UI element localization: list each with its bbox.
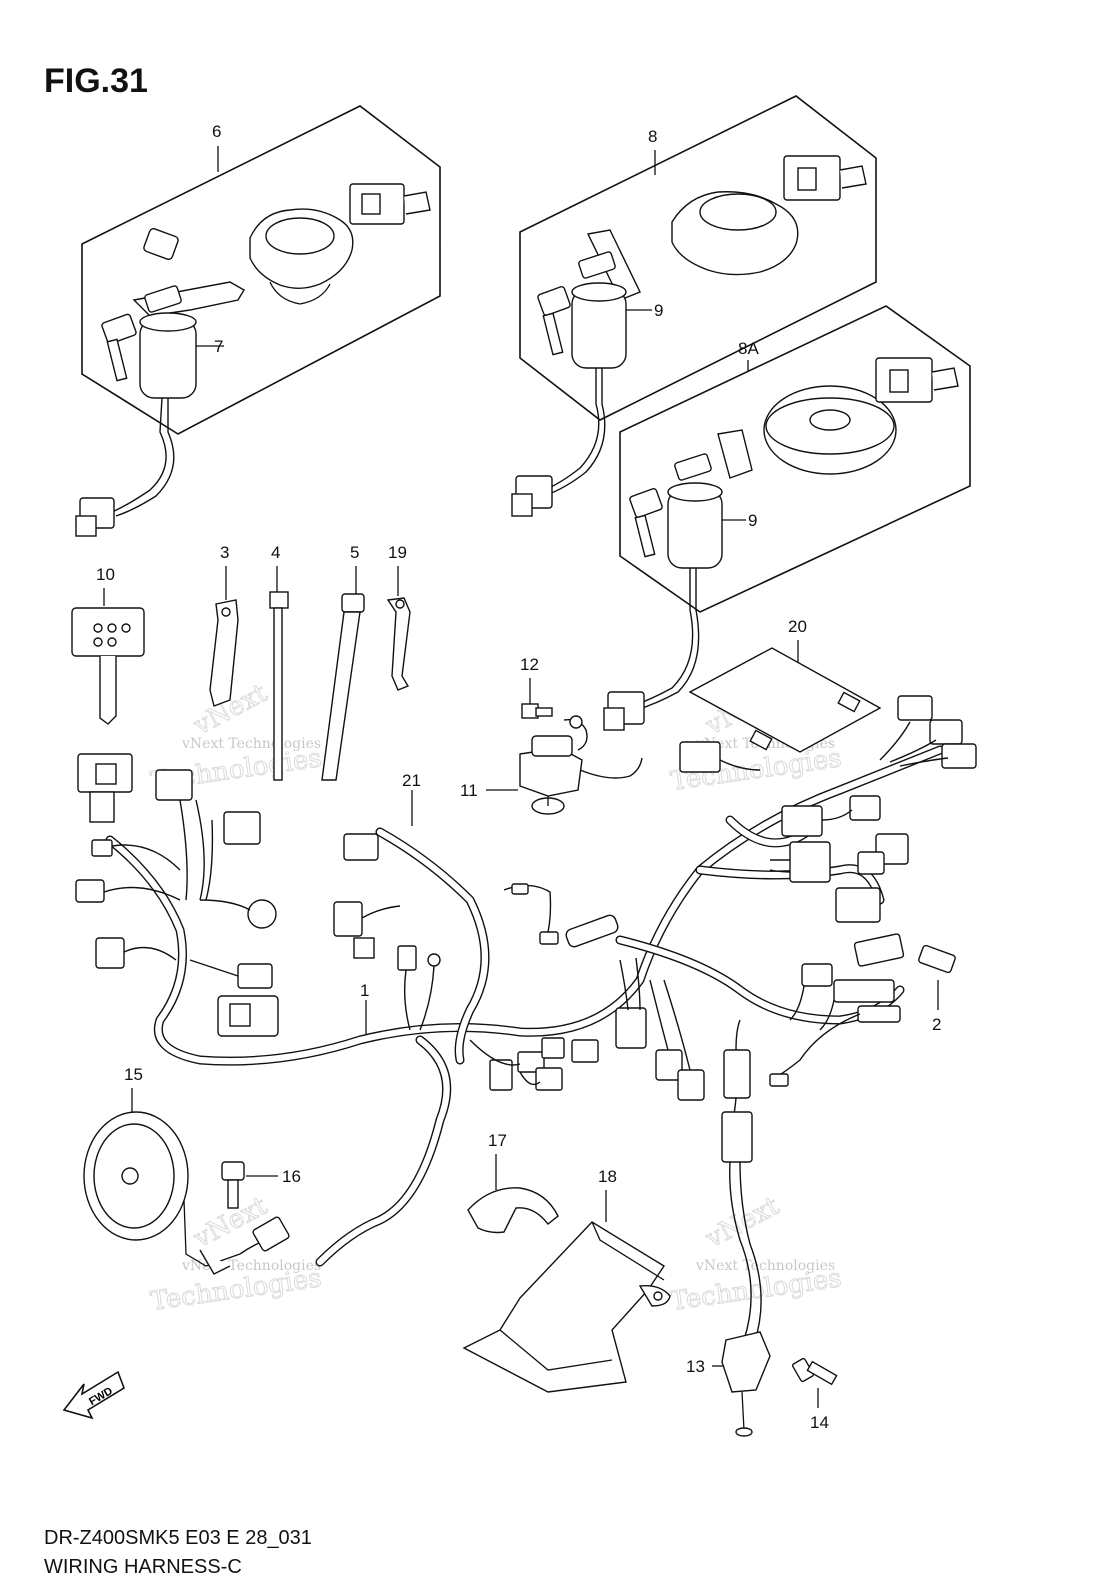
figure-title: FIG.31 bbox=[44, 62, 148, 100]
forward-arrow-icon: FWD bbox=[62, 1370, 125, 1420]
callout-1: 1 bbox=[360, 981, 369, 1000]
callout-19: 19 bbox=[388, 543, 407, 562]
main-wiring-harness-1: 1 21 bbox=[75, 695, 977, 1267]
callout-16: 16 bbox=[282, 1167, 301, 1186]
callout-7: 7 bbox=[214, 337, 223, 356]
callout-21: 21 bbox=[402, 771, 421, 790]
callout-2: 2 bbox=[932, 1015, 941, 1034]
cover-17: 17 bbox=[467, 1131, 559, 1234]
callout-15: 15 bbox=[124, 1065, 143, 1084]
callout-11: 11 bbox=[460, 781, 478, 800]
section-name: WIRING HARNESS-C bbox=[44, 1556, 242, 1578]
callout-17: 17 bbox=[488, 1131, 507, 1150]
callout-14: 14 bbox=[810, 1413, 829, 1432]
callout-6: 6 bbox=[212, 122, 221, 141]
switch-13: 13 14 bbox=[686, 1097, 838, 1437]
callout-8a: 8A bbox=[738, 339, 759, 358]
callout-9a: 9 bbox=[654, 301, 663, 320]
callout-13: 13 bbox=[686, 1357, 705, 1376]
callout-12: 12 bbox=[520, 655, 539, 674]
label-sheet-20: 20 bbox=[688, 617, 882, 753]
ignition-switch-set-8: 8 9 bbox=[511, 95, 877, 517]
horn-15: 15 16 bbox=[83, 1065, 301, 1275]
key-10: 10 bbox=[71, 565, 145, 725]
watermark-text: vNext Technologies bbox=[181, 736, 321, 752]
ignition-switch-set-6: 6 7 bbox=[75, 105, 441, 537]
ignition-switch-set-8a: 8A 9 bbox=[603, 305, 971, 731]
fuse-2: 2 bbox=[918, 944, 956, 1034]
callout-3: 3 bbox=[220, 543, 229, 562]
watermark-text: vNext Technologies bbox=[695, 1258, 835, 1274]
callout-9b: 9 bbox=[748, 511, 757, 530]
callout-8: 8 bbox=[648, 127, 657, 146]
bracket-18: 18 bbox=[462, 1167, 671, 1393]
callout-18: 18 bbox=[598, 1167, 617, 1186]
callout-10: 10 bbox=[96, 565, 115, 584]
model-code: DR-Z400SMK5 E03 E 28_031 bbox=[44, 1527, 312, 1549]
clamps: 3 4 5 19 bbox=[209, 543, 411, 781]
switch-assembly-11: 12 11 bbox=[460, 655, 643, 815]
callout-4: 4 bbox=[271, 543, 280, 562]
callout-5: 5 bbox=[350, 543, 359, 562]
callout-20: 20 bbox=[788, 617, 807, 636]
